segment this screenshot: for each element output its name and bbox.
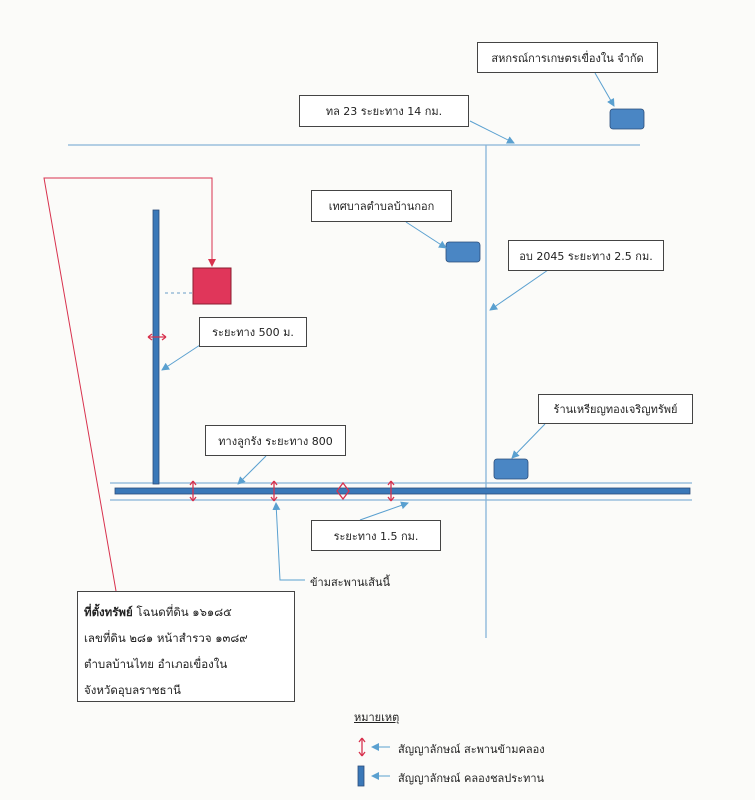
bridge-symbol-1 [189,480,197,502]
bridge-symbol-3 [387,480,395,502]
legend-canal-label: สัญญาลักษณ์ คลองชลประทาน [398,772,545,785]
pointer-coop [594,72,615,107]
landmark-coop [609,108,645,130]
pointer-municipality [405,221,447,249]
property-line-4: จังหวัดอุบลราชธานี [84,683,181,697]
landmark-municipality [445,241,481,263]
pointer-distance15 [359,501,409,521]
label-coop: สหกรณ์การเกษตรเขื่องใน จำกัด [477,42,658,73]
property-pointer-line [43,177,216,592]
property-line-1: ที่ตั้งทรัพย์ โฉนดที่ดิน ๑๖๑๘๕ [84,599,288,625]
pointer-lane800 [237,455,267,485]
label-road23: ทล 23 ระยะทาง 14 กม. [299,95,469,127]
bridge-symbol-2 [270,480,278,502]
label-distance500: ระยะทาง 500 ม. [199,317,307,347]
canal-vertical [152,209,160,485]
label-municipality: เทศบาลตำบลบ้านกอก [311,190,452,222]
legend-bridge-label: สัญญาลักษณ์ สะพานข้ามคลอง [398,743,545,756]
property-deed: โฉนดที่ดิน ๑๖๑๘๕ [132,605,232,619]
label-road2045: อบ 2045 ระยะทาง 2.5 กม. [508,240,664,271]
property-title: ที่ตั้งทรัพย์ [84,605,133,619]
legend-canal-icon [357,765,365,787]
legend-title: หมายเหตุ [354,711,400,724]
pointer-distance500 [161,344,201,371]
property-marker [192,267,232,305]
pointer-road23 [469,120,515,144]
label-bridge: ข้ามสะพานเส้นนี้ [310,576,391,589]
legend-bridge-icon [358,737,366,757]
pointer-shop [511,423,546,459]
property-info-box: ที่ตั้งทรัพย์ โฉนดที่ดิน ๑๖๑๘๕ เลขที่ดิน… [77,591,295,702]
pointer-road2045 [489,269,549,311]
property-line-2: เลขที่ดิน ๒๘๑ หน้าสำรวจ ๑๓๘๙ [84,631,248,645]
label-lane800: ทางลูกรัง ระยะทาง 800 [205,425,346,456]
bridge-symbol-vertical [147,333,167,341]
property-line-3: ตำบลบ้านไทย อำเภอเขื่องใน [84,657,228,671]
label-distance15: ระยะทาง 1.5 กม. [311,520,441,551]
landmark-shop [493,458,529,480]
bridge-diamond [336,481,350,501]
canal-horizontal [114,487,691,495]
pointer-bridge [272,502,305,581]
label-shop: ร้านเหรียญทองเจริญทรัพย์ [538,394,693,424]
